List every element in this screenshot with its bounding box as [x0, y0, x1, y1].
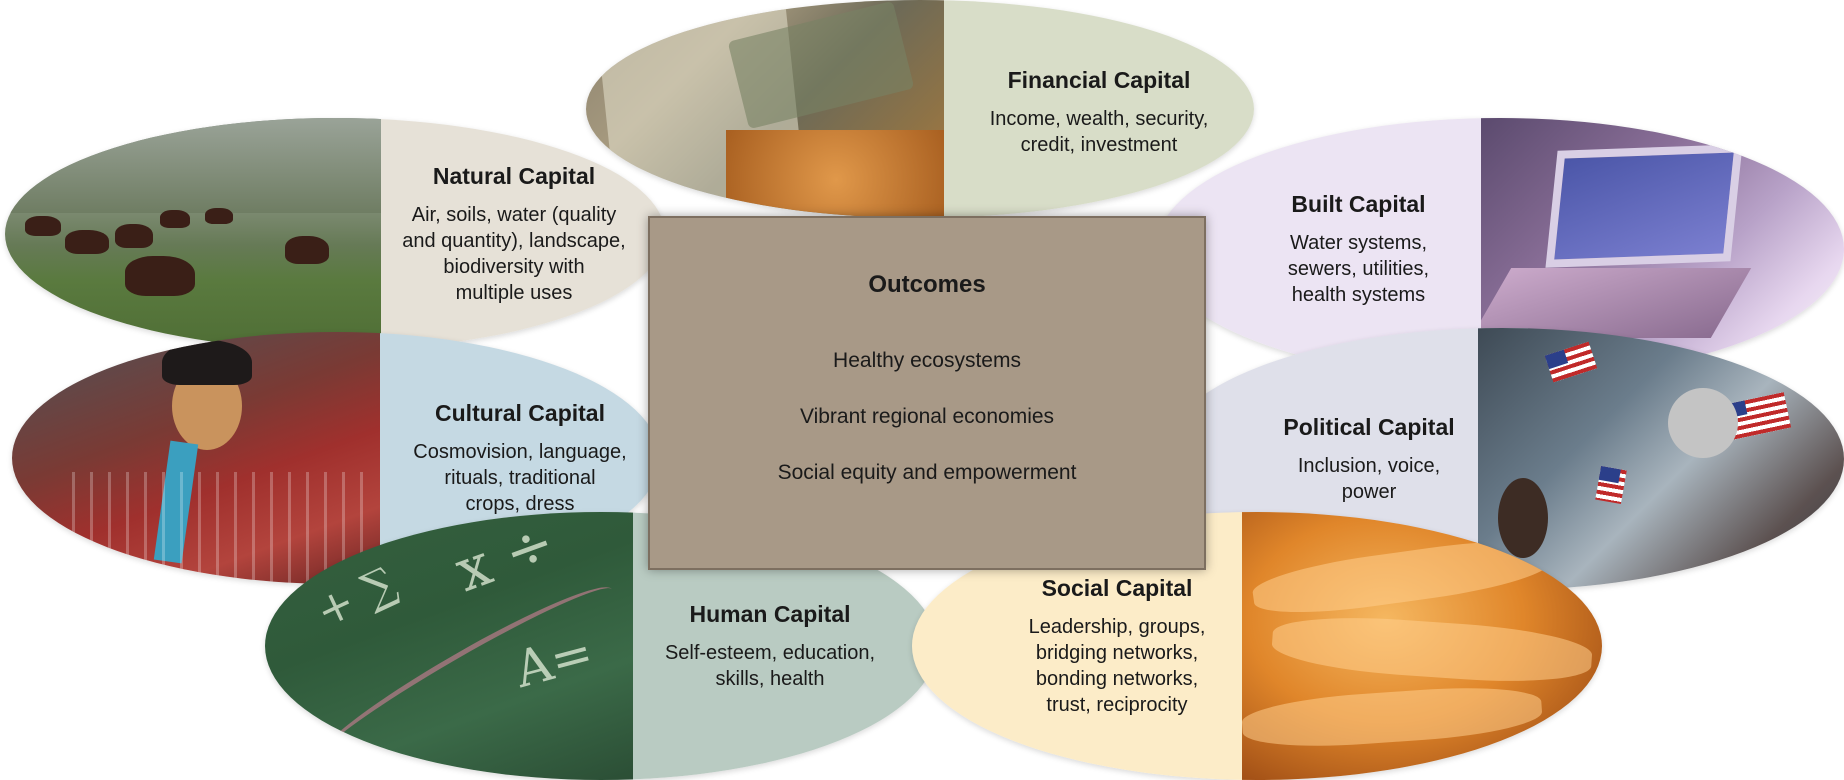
cow: [25, 216, 61, 236]
hand: [1270, 610, 1594, 689]
head: [1668, 388, 1738, 458]
laptop-screen: [1545, 144, 1743, 268]
cultural-capital-title: Cultural Capital: [435, 399, 605, 426]
natural-capital-title: Natural Capital: [432, 162, 596, 189]
outcomes-title: Outcomes: [868, 271, 986, 298]
cow: [285, 236, 329, 264]
chalk-symbol: x ÷: [446, 512, 564, 606]
chalk-symbol: + ∑: [308, 557, 405, 638]
hand: [1249, 531, 1555, 623]
social-capital-title: Social Capital: [1041, 574, 1193, 601]
cattle-grazing-photo: [5, 118, 381, 350]
chalkboard-photo: x ÷ + ∑ A=: [265, 512, 633, 780]
built-capital-title: Built Capital: [1291, 190, 1426, 217]
warm-light: [726, 130, 944, 218]
natural-capital: Natural Capital Air, soils, water (quali…: [5, 118, 665, 350]
flag-icon: [1544, 341, 1598, 383]
cultural-capital-description: Cosmovision, language, rituals, traditio…: [413, 440, 627, 515]
cow: [65, 230, 109, 254]
natural-capital-description: Air, soils, water (quality and quantity)…: [402, 203, 626, 304]
outcome-item: Social equity and empowerment: [777, 461, 1077, 484]
human-capital-description: Self-esteem, education, skills, health: [664, 641, 876, 690]
outcomes-list: Healthy ecosystems Vibrant regional econ…: [778, 319, 1077, 515]
outcomes-box: Outcomes Healthy ecosystems Vibrant regi…: [648, 216, 1206, 570]
cow: [115, 224, 153, 248]
outcome-item: Healthy ecosystems: [833, 349, 1021, 372]
forest-background: [5, 118, 381, 213]
hair: [162, 340, 252, 385]
flag-icon: [1595, 466, 1627, 504]
outcome-item: Vibrant regional economies: [799, 405, 1055, 428]
human-capital-title: Human Capital: [689, 600, 851, 627]
built-capital-description: Water systems, sewers, utilities, health…: [1287, 231, 1430, 306]
money-photo: [586, 0, 944, 218]
financial-capital-description: Income, wealth, security, credit, invest…: [989, 107, 1209, 156]
hand: [1242, 681, 1544, 753]
cow: [205, 208, 233, 224]
political-capital-title: Political Capital: [1283, 413, 1455, 440]
political-capital-description: Inclusion, voice, power: [1297, 454, 1441, 503]
financial-capital-title: Financial Capital: [1007, 66, 1191, 93]
cow: [160, 210, 190, 228]
cow: [125, 256, 195, 296]
social-capital-description: Leadership, groups, bridging networks, b…: [1028, 615, 1206, 716]
stacked-hands-photo: [1242, 512, 1602, 780]
financial-capital: Financial Capital Income, wealth, securi…: [586, 0, 1254, 218]
